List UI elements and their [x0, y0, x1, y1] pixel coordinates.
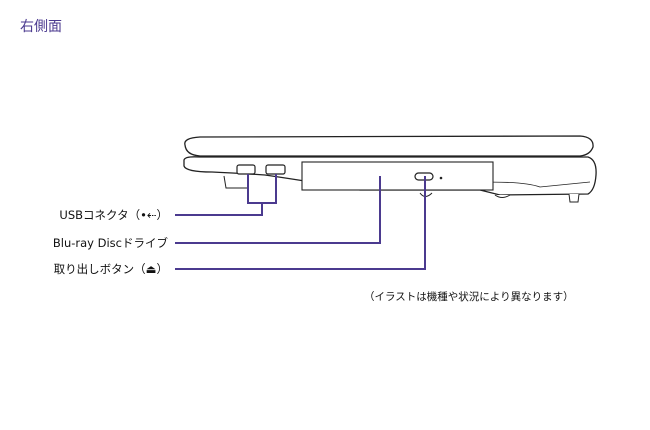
usb-connector-label: USBコネクタ（•⇠）: [59, 208, 168, 222]
eject-button-label: 取り出しボタン（⏏）: [53, 262, 168, 276]
eject-icon: ⏏: [145, 262, 157, 276]
usb-port-2: [265, 164, 286, 175]
bluray-drive-label: Blu-ray Discドライブ: [52, 236, 168, 250]
usb-leader: [175, 174, 277, 216]
drive-indicator: [439, 176, 443, 180]
eject-leader: [175, 176, 426, 270]
leader-lines: [175, 174, 426, 270]
usb-icon: •⇠: [140, 208, 157, 222]
illustration-note: （イラストは機種や状況により異なります）: [364, 291, 574, 303]
usb-port-1: [236, 164, 256, 175]
bluray-leader: [175, 176, 381, 244]
section-title: 右側面: [20, 19, 62, 35]
optical-drive-tray: [301, 161, 494, 191]
lid: [184, 135, 594, 157]
